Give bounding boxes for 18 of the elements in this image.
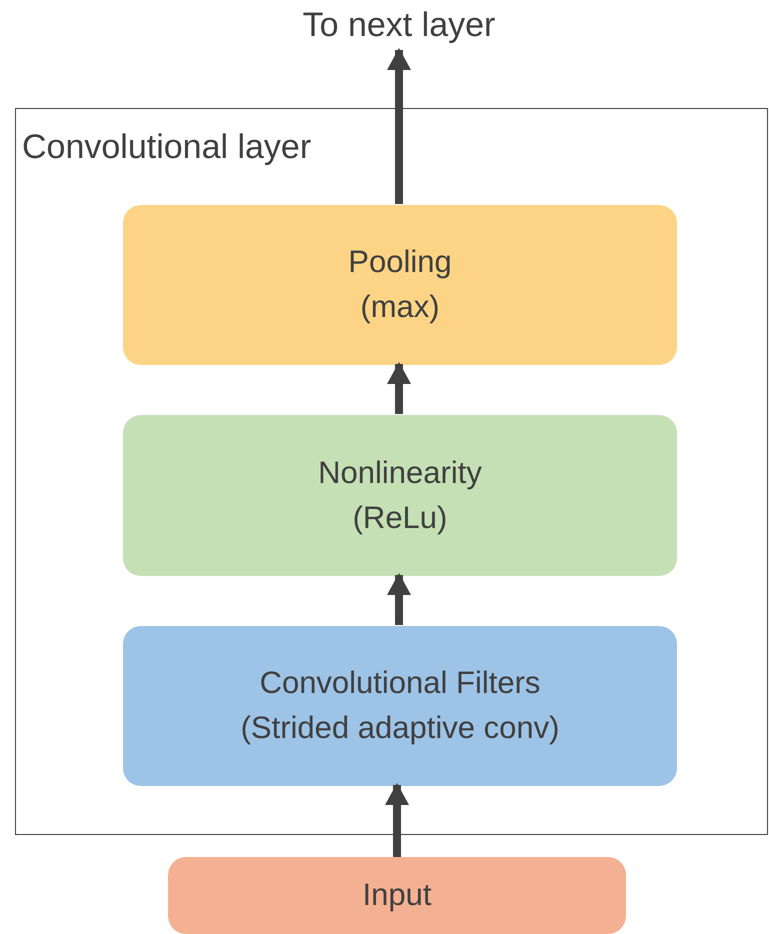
output-label: To next layer bbox=[302, 5, 496, 46]
box-title: Pooling bbox=[348, 243, 452, 282]
arrow bbox=[387, 48, 411, 204]
arrow bbox=[387, 573, 411, 625]
box-title: Convolutional Filters bbox=[260, 664, 540, 702]
box-detail: (max) bbox=[360, 288, 440, 326]
box-detail: (ReLu) bbox=[352, 498, 448, 536]
process-box bbox=[123, 415, 677, 576]
process-box bbox=[123, 205, 677, 365]
arrow bbox=[387, 362, 411, 414]
process-box bbox=[168, 857, 626, 934]
box-title: Input bbox=[362, 876, 432, 914]
layer-title: Convolutional layer bbox=[22, 127, 312, 168]
box-detail: (Strided adaptive conv) bbox=[240, 709, 560, 747]
box-title: Nonlinearity bbox=[318, 454, 482, 492]
layer-frame bbox=[15, 108, 768, 835]
arrow bbox=[385, 783, 409, 857]
process-box bbox=[123, 626, 677, 786]
